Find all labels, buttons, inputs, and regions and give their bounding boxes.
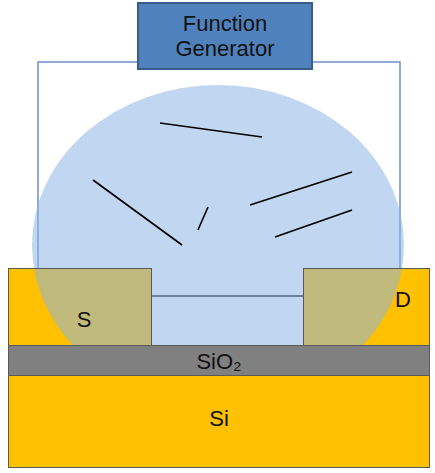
silicon-substrate: Si xyxy=(8,375,430,468)
node-label: D xyxy=(312,287,411,312)
function-generator-box: Function Generator xyxy=(137,2,313,70)
nanowire xyxy=(198,207,208,230)
oxide-layer: SiO₂ xyxy=(8,345,430,378)
source-electrode: S xyxy=(8,268,152,346)
node-label: SiO₂ xyxy=(17,349,421,374)
nanowire xyxy=(93,180,182,245)
nanowire xyxy=(275,210,352,237)
node-label: Function Generator xyxy=(147,11,303,61)
nanowire xyxy=(250,172,352,205)
node-label: Si xyxy=(17,406,421,431)
drain-electrode: D xyxy=(303,268,430,346)
node-label: S xyxy=(17,307,151,332)
nanowire xyxy=(160,123,262,137)
nanowires xyxy=(93,123,352,245)
